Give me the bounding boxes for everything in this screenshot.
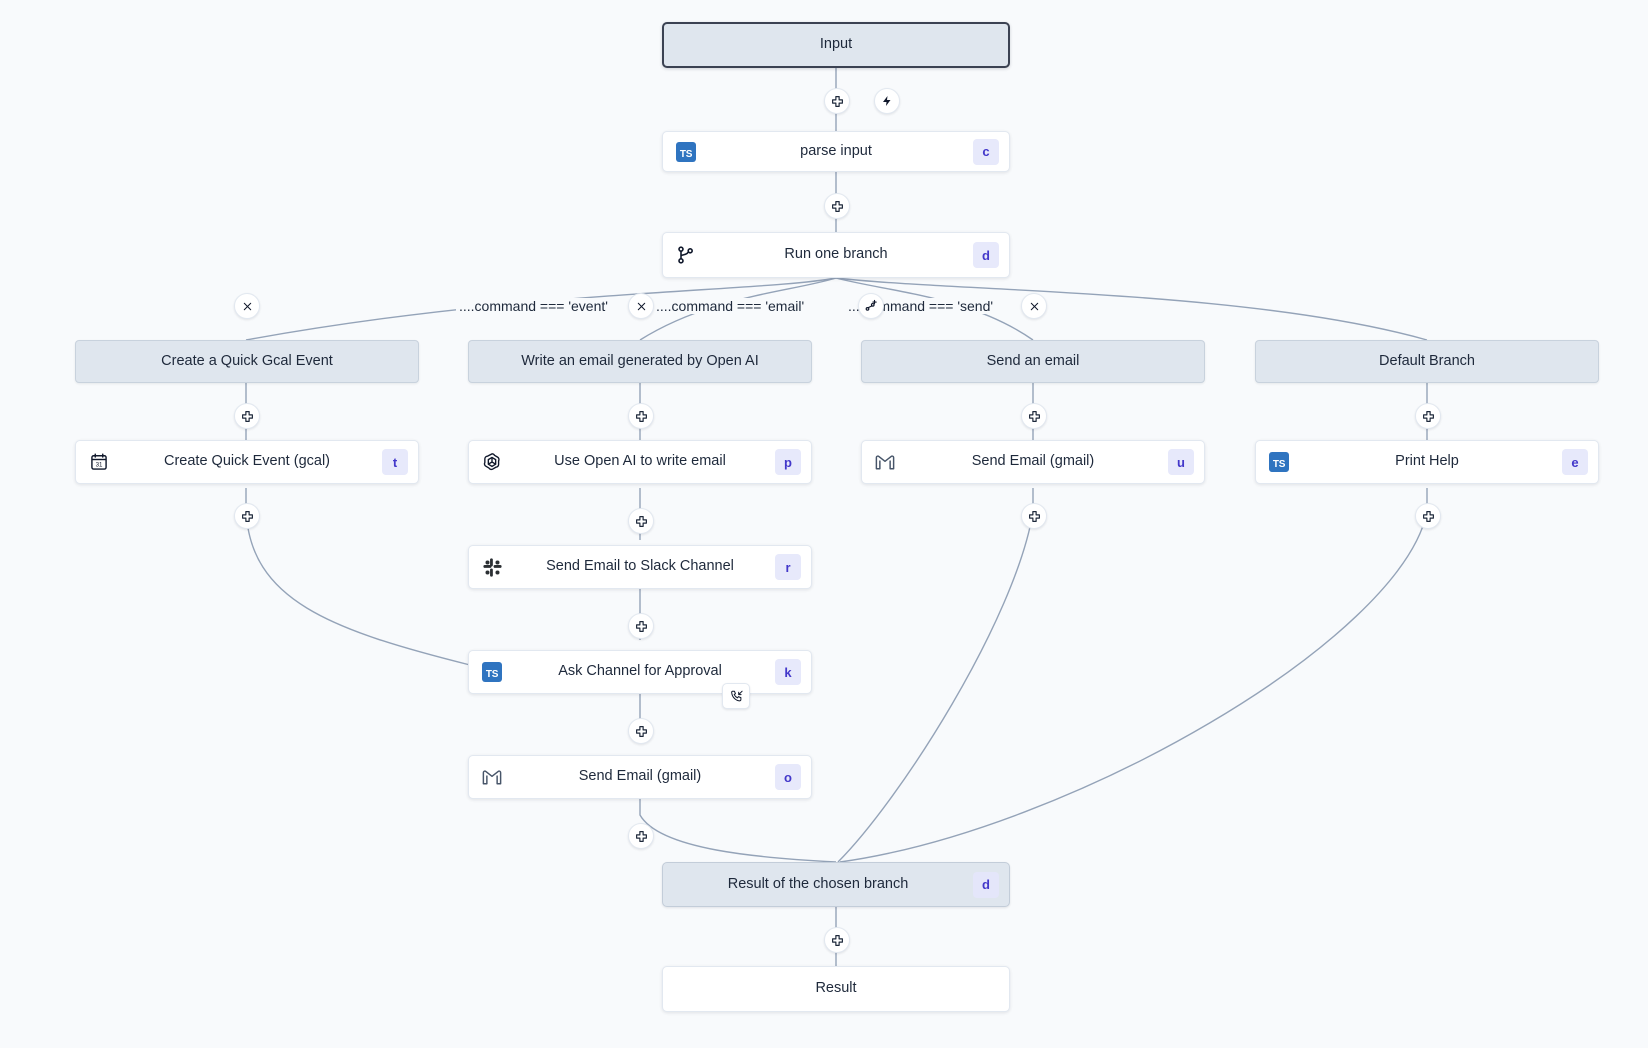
add-step-button-after-result-of-chosen-branch[interactable] — [824, 927, 850, 953]
node-result-of-chosen-branch[interactable]: Result of the chosen branch d — [662, 862, 1010, 907]
calendar-icon: 31 — [86, 449, 112, 475]
plus-icon — [635, 620, 647, 632]
add-step-button-after-input[interactable] — [824, 88, 850, 114]
plus-icon — [635, 410, 647, 422]
node-result-of-chosen-branch-label: Result of the chosen branch — [727, 875, 909, 892]
typescript-icon: TS — [479, 659, 505, 685]
node-create-quick-event-shortcut[interactable]: t — [382, 449, 408, 475]
node-branch-head-default-label: Default Branch — [1379, 352, 1475, 369]
node-run-one-branch[interactable]: Run one branch d — [662, 232, 1010, 278]
node-send-email-gmail-right-label: Send Email (gmail) — [971, 453, 1095, 470]
node-input[interactable]: Input — [662, 22, 1010, 68]
node-input-label: Input — [819, 36, 853, 53]
node-result[interactable]: Result — [662, 966, 1010, 1012]
svg-text:31: 31 — [96, 462, 103, 469]
node-use-openai-label: Use Open AI to write email — [554, 453, 726, 470]
plus-icon — [635, 830, 647, 842]
add-step-button-after-send-email-slack[interactable] — [628, 613, 654, 639]
plus-icon — [241, 510, 253, 522]
typescript-icon: TS — [673, 139, 699, 165]
remove-branch-button-1[interactable] — [234, 293, 260, 319]
add-branch-icon — [865, 299, 877, 311]
suspend-resume-icon — [730, 690, 743, 701]
gmail-icon — [479, 764, 505, 790]
node-send-email-slack-shortcut[interactable]: r — [775, 554, 801, 580]
plus-icon — [831, 934, 843, 946]
add-step-button-branch-default[interactable] — [1415, 403, 1441, 429]
node-create-quick-event-label: Create Quick Event (gcal) — [163, 453, 330, 470]
add-step-button-branch-send-email[interactable] — [1021, 403, 1047, 429]
plus-icon — [635, 725, 647, 737]
close-icon — [243, 302, 251, 310]
node-parse-input[interactable]: TS parse input c — [662, 131, 1010, 172]
add-branch-button[interactable] — [858, 293, 884, 319]
plus-icon — [1422, 510, 1434, 522]
plus-icon — [1028, 510, 1040, 522]
remove-branch-button-3[interactable] — [1021, 293, 1047, 319]
node-send-email-gmail-mid-label: Send Email (gmail) — [578, 768, 702, 785]
node-print-help-label: Print Help — [1395, 453, 1459, 470]
node-parse-input-label: parse input — [800, 142, 872, 159]
node-branch-head-default[interactable]: Default Branch — [1255, 340, 1599, 383]
close-icon — [637, 302, 645, 310]
node-use-openai[interactable]: Use Open AI to write email p — [468, 440, 812, 484]
add-step-button-after-ask-channel-approval[interactable] — [628, 718, 654, 744]
node-send-email-slack-label: Send Email to Slack Channel — [546, 558, 734, 575]
branch-predicate-email: ....command === 'email' — [653, 298, 808, 314]
node-send-email-gmail-mid-shortcut[interactable]: o — [775, 764, 801, 790]
add-step-button-after-send-email-gmail-mid[interactable] — [628, 823, 654, 849]
node-result-label: Result — [815, 980, 857, 997]
node-ask-channel-approval[interactable]: TS Ask Channel for Approval k — [468, 650, 812, 694]
add-step-button-after-print-help[interactable] — [1415, 503, 1441, 529]
close-icon — [1030, 302, 1038, 310]
lightning-icon — [883, 96, 891, 106]
node-run-one-branch-label: Run one branch — [784, 246, 888, 263]
typescript-icon: TS — [1266, 449, 1292, 475]
node-send-email-gmail-mid[interactable]: Send Email (gmail) o — [468, 755, 812, 799]
git-branch-icon — [673, 242, 699, 268]
node-send-email-gmail-right[interactable]: Send Email (gmail) u — [861, 440, 1205, 484]
node-branch-head-write-email-label: Write an email generated by Open AI — [521, 352, 759, 369]
node-branch-head-gcal[interactable]: Create a Quick Gcal Event — [75, 340, 419, 383]
branch-predicate-event: ....command === 'event' — [456, 298, 611, 314]
add-step-button-branch-gcal[interactable] — [234, 403, 260, 429]
node-branch-head-send-email-label: Send an email — [986, 352, 1080, 369]
node-branch-head-gcal-label: Create a Quick Gcal Event — [161, 352, 333, 369]
add-step-button-after-create-quick-event[interactable] — [234, 503, 260, 529]
node-result-of-chosen-branch-shortcut[interactable]: d — [973, 871, 999, 898]
add-step-button-after-send-email-gmail-right[interactable] — [1021, 503, 1047, 529]
plus-icon — [831, 200, 843, 212]
node-run-one-branch-shortcut[interactable]: d — [973, 242, 999, 268]
node-print-help-shortcut[interactable]: e — [1562, 449, 1588, 475]
add-step-button-branch-write-email[interactable] — [628, 403, 654, 429]
add-step-button-after-use-openai[interactable] — [628, 508, 654, 534]
remove-branch-button-2[interactable] — [628, 293, 654, 319]
node-create-quick-event[interactable]: 31 Create Quick Event (gcal) t — [75, 440, 419, 484]
plus-icon — [241, 410, 253, 422]
plus-icon — [635, 515, 647, 527]
slack-icon — [479, 554, 505, 580]
openai-icon — [479, 449, 505, 475]
add-step-button-after-parse-input[interactable] — [824, 193, 850, 219]
trigger-button[interactable] — [874, 88, 900, 114]
plus-icon — [1028, 410, 1040, 422]
node-parse-input-shortcut[interactable]: c — [973, 138, 999, 165]
node-branch-head-send-email[interactable]: Send an email — [861, 340, 1205, 383]
node-print-help[interactable]: TS Print Help e — [1255, 440, 1599, 484]
node-ask-channel-approval-label: Ask Channel for Approval — [558, 663, 722, 680]
node-send-email-gmail-right-shortcut[interactable]: u — [1168, 449, 1194, 475]
plus-icon — [1422, 410, 1434, 422]
node-branch-head-write-email[interactable]: Write an email generated by Open AI — [468, 340, 812, 383]
plus-icon — [831, 95, 843, 107]
node-ask-channel-approval-shortcut[interactable]: k — [775, 659, 801, 685]
node-send-email-slack[interactable]: Send Email to Slack Channel r — [468, 545, 812, 589]
suspend-resume-badge[interactable] — [722, 683, 750, 709]
node-use-openai-shortcut[interactable]: p — [775, 449, 801, 475]
gmail-icon — [872, 449, 898, 475]
